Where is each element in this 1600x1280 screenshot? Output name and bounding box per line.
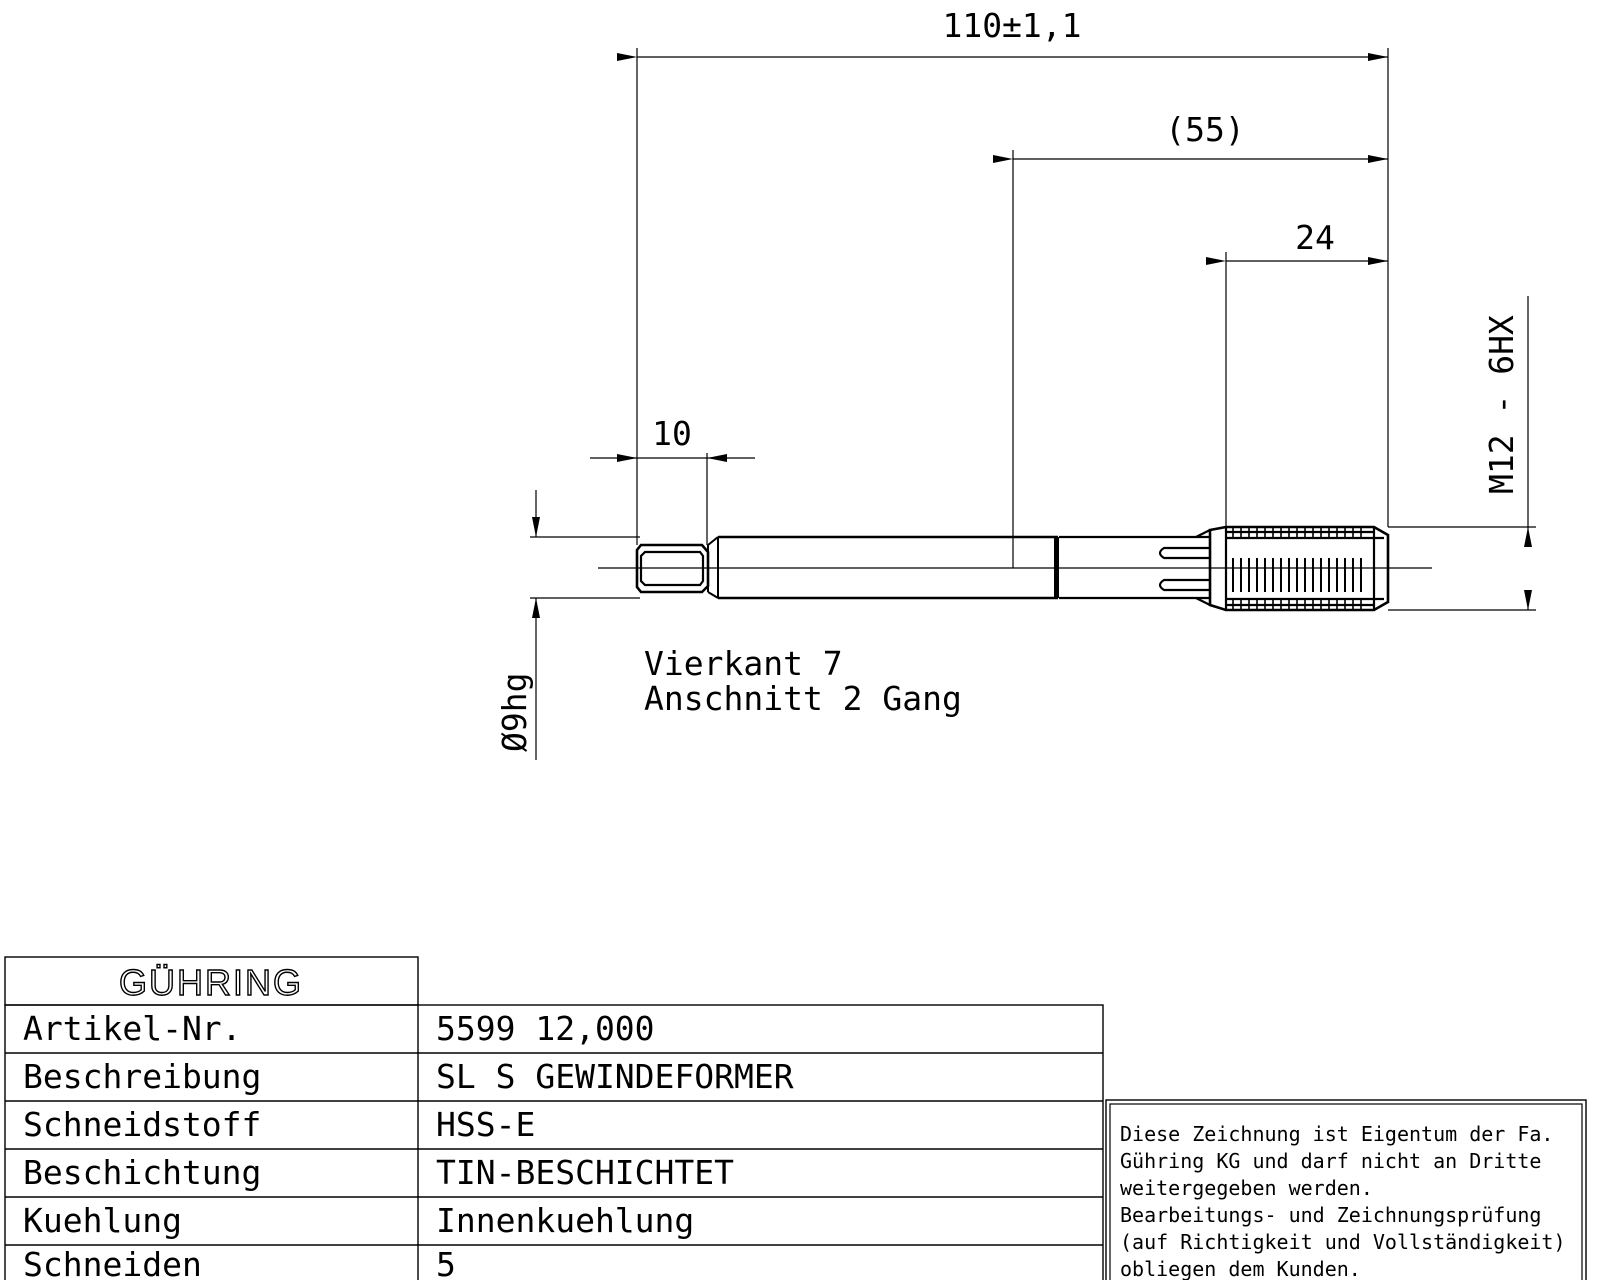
thread-designation-label: M12 - 6HX xyxy=(1482,315,1521,494)
neck-length-label: (55) xyxy=(1165,110,1244,149)
row-value: 5599 12,000 xyxy=(436,1009,655,1048)
drawing-notes: Vierkant 7 Anschnitt 2 Gang xyxy=(644,644,962,718)
row-value: Innenkuehlung xyxy=(436,1201,694,1240)
title-row: Schneidstoff HSS-E xyxy=(23,1105,535,1144)
row-value: SL S GEWINDEFORMER xyxy=(436,1057,794,1096)
row-label: Schneidstoff xyxy=(23,1105,261,1144)
thread-length-label: 24 xyxy=(1295,218,1335,257)
row-label: Beschichtung xyxy=(23,1153,261,1192)
title-row: Beschichtung TIN-BESCHICHTET xyxy=(23,1153,734,1192)
thread-section xyxy=(1208,525,1390,612)
legal-line: Gühring KG und darf nicht an Dritte xyxy=(1120,1149,1541,1173)
legal-line: obliegen dem Kunden. xyxy=(1120,1257,1361,1280)
square-drive xyxy=(635,536,719,599)
row-value: TIN-BESCHICHTET xyxy=(436,1153,734,1192)
title-row: Schneiden 5 xyxy=(23,1245,456,1280)
row-value: HSS-E xyxy=(436,1105,535,1144)
dimension-thread-diameter: M12 - 6HX xyxy=(1388,296,1536,611)
row-value: 5 xyxy=(436,1245,456,1280)
title-row: Kuehlung Innenkuehlung xyxy=(23,1201,694,1240)
thread-flanks xyxy=(1232,527,1362,610)
tap-tool-outline xyxy=(598,525,1432,612)
neck xyxy=(1059,529,1211,606)
shank xyxy=(717,535,1059,600)
title-row: Beschreibung SL S GEWINDEFORMER xyxy=(23,1057,794,1096)
legal-line: Diese Zeichnung ist Eigentum der Fa. xyxy=(1120,1122,1553,1146)
row-label: Kuehlung xyxy=(23,1201,182,1240)
row-label: Artikel-Nr. xyxy=(23,1009,242,1048)
dimension-shank-diameter: Ø9hg xyxy=(495,490,640,760)
row-label: Beschreibung xyxy=(23,1057,261,1096)
guehring-logo: GÜHRING xyxy=(119,962,303,1003)
legal-line: (auf Richtigkeit und Vollständigkeit) xyxy=(1120,1230,1566,1254)
note-square: Vierkant 7 xyxy=(644,644,843,683)
title-row: Artikel-Nr. 5599 12,000 xyxy=(23,1009,655,1048)
overall-length-label: 110±1,1 xyxy=(942,6,1081,45)
dimension-overall-length: 110±1,1 xyxy=(617,6,1389,545)
legal-line: weitergegeben werden. xyxy=(1120,1176,1373,1200)
legal-line: Bearbeitungs- und Zeichnungsprüfung xyxy=(1120,1203,1541,1227)
title-block: GÜHRING Artikel-Nr. 5599 12,000 Beschrei… xyxy=(4,956,1104,1280)
dimension-square-length: 10 xyxy=(590,414,755,545)
note-chamfer: Anschnitt 2 Gang xyxy=(644,679,962,718)
dimension-thread-length: 24 xyxy=(1206,218,1388,530)
row-label: Schneiden xyxy=(23,1245,202,1280)
dimension-neck-length: (55) xyxy=(993,110,1388,568)
legal-notice: Diese Zeichnung ist Eigentum der Fa. Güh… xyxy=(1105,1099,1587,1280)
square-length-label: 10 xyxy=(652,414,692,453)
shank-diameter-label: Ø9hg xyxy=(495,673,534,752)
